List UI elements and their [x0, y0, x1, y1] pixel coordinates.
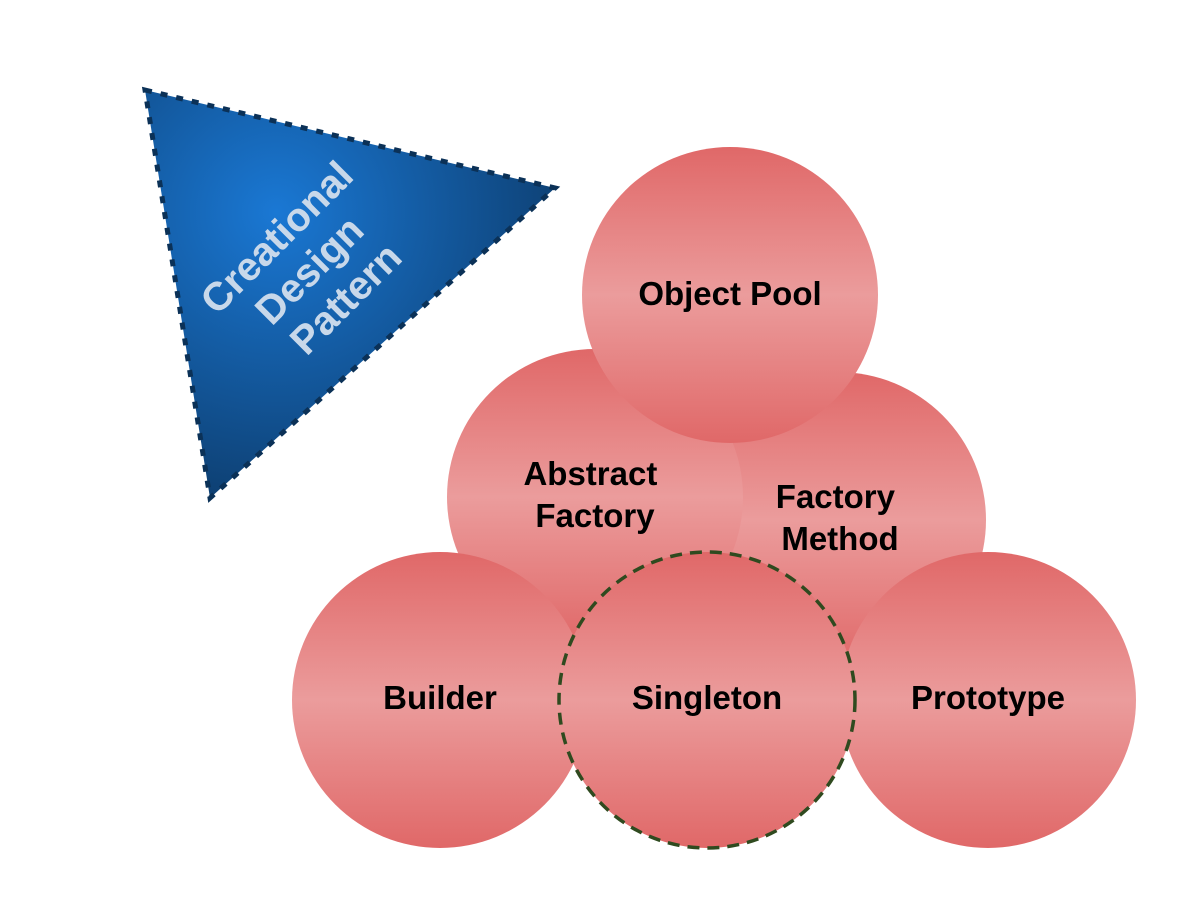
prototype-label: Prototype	[911, 679, 1065, 716]
pattern-singleton: Singleton	[557, 550, 857, 850]
object-pool-circle	[582, 147, 878, 443]
abstract-factory-label: Abstract Factory	[523, 455, 666, 534]
factory-method-label: Factory Method	[776, 478, 904, 557]
abstract-factory-label-line-2: Factory	[535, 497, 655, 534]
builder-label: Builder	[383, 679, 497, 716]
title-triangle: Creational Design Pattern	[141, 86, 561, 503]
builder-circle	[292, 552, 588, 848]
factory-method-label-line-2: Method	[781, 520, 898, 557]
abstract-factory-label-line-1: Abstract	[523, 455, 657, 492]
object-pool-label-line-1: Object Pool	[638, 275, 821, 312]
singleton-label: Singleton	[632, 679, 782, 716]
object-pool-label: Object Pool	[638, 275, 821, 312]
prototype-label-line-1: Prototype	[911, 679, 1065, 716]
builder-label-line-1: Builder	[383, 679, 497, 716]
pattern-builder: Builder	[292, 552, 588, 848]
factory-method-label-line-1: Factory	[776, 478, 896, 515]
pattern-object-pool: Object Pool	[582, 147, 878, 443]
triangle-shape	[141, 86, 561, 503]
prototype-circle	[840, 552, 1136, 848]
singleton-circle	[557, 550, 857, 850]
singleton-label-line-1: Singleton	[632, 679, 782, 716]
pattern-prototype: Prototype	[840, 552, 1136, 848]
